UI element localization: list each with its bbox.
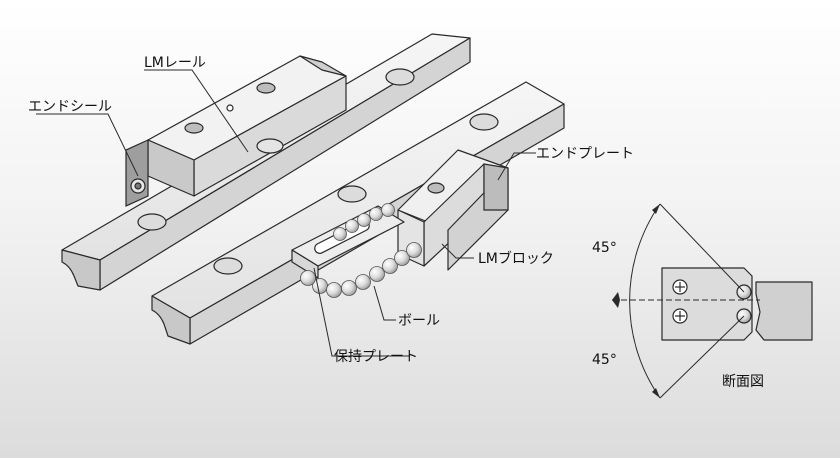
rail-bolt-hole — [337, 185, 367, 203]
rail-bolt-hole — [137, 213, 167, 231]
end-seal-label: エンドシール — [28, 99, 112, 115]
contact-angle-lines — [612, 203, 760, 399]
ball-label: ボール — [398, 313, 440, 329]
rail-bolt-hole — [385, 68, 415, 86]
end-plate-label: エンドプレート — [536, 146, 634, 162]
ball — [369, 207, 383, 221]
retainer-plate-label: 保持プレート — [334, 349, 418, 365]
ball — [406, 242, 422, 258]
lm-block-left — [147, 55, 347, 197]
block-tap-hole — [184, 122, 204, 134]
ball — [341, 280, 357, 296]
ball-row-upper — [333, 203, 395, 241]
arc-arrowheads — [612, 204, 660, 398]
ball — [394, 250, 410, 266]
rail-bolt-hole — [256, 138, 284, 154]
lm-block-label: LMブロック — [478, 250, 554, 267]
angle-top-label: 45° — [592, 240, 617, 256]
end-plate-right — [483, 163, 509, 211]
ball-row-lower — [300, 242, 422, 298]
ball — [326, 282, 342, 298]
rail-bolt-hole — [469, 113, 499, 131]
ball — [369, 266, 385, 282]
ball — [333, 227, 347, 241]
ball — [381, 203, 395, 217]
ball — [355, 274, 371, 290]
ball — [345, 219, 359, 233]
rail-bolt-hole — [213, 257, 243, 275]
ball — [357, 213, 371, 227]
ball — [300, 270, 316, 286]
cross-section-view — [661, 267, 813, 341]
lm-rail-label: LMレール — [144, 55, 206, 71]
angle-bottom-label: 45° — [592, 352, 617, 368]
grease-nipple — [226, 104, 234, 112]
block-tap-hole — [427, 182, 445, 194]
cross-section-label: 断面図 — [722, 374, 764, 390]
ball — [382, 258, 398, 274]
block-tap-hole — [256, 82, 276, 94]
leader-lines — [36, 69, 536, 357]
